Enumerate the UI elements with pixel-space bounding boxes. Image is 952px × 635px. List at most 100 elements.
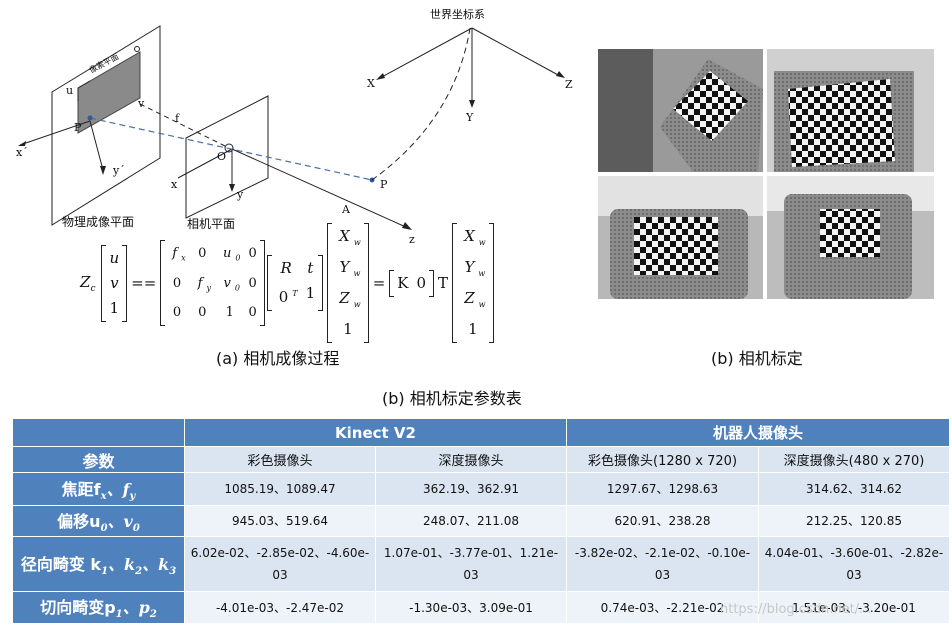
photo-1 xyxy=(598,49,763,172)
yw-label: Y xyxy=(466,111,474,124)
row-header-radial: 径向畸变 k1、k2、k3 xyxy=(12,536,185,592)
p-small-label: P xyxy=(74,121,82,134)
xw-label: X xyxy=(367,77,375,90)
col-header: 彩色摄像头 xyxy=(184,446,376,473)
col-header: 彩色摄像头(1280 x 720) xyxy=(566,446,760,473)
watermark: https://blog.csdn.net/... xyxy=(720,602,872,617)
group-robot-camera: 机器人摄像头 xyxy=(566,418,951,447)
group-kinect: Kinect V2 xyxy=(183,418,568,447)
col-header: 深度摄像头(480 x 270) xyxy=(758,446,951,473)
table-cell: -3.82e-02、-2.1e-02、-0.10e-03 xyxy=(566,536,760,592)
camera-plane-shape xyxy=(185,95,269,219)
m-0: 0 xyxy=(198,245,207,261)
wv2-1: 1 xyxy=(468,320,478,338)
m-0d: 0 xyxy=(248,275,257,291)
table-cell: 945.03、519.64 xyxy=(184,505,376,537)
vec-one: 1 xyxy=(109,298,120,317)
table-cell: 1.51e-03、-3.20e-01 xyxy=(758,591,951,624)
row-header-offset: 偏移u0、v0 xyxy=(12,505,185,537)
ext-t: t xyxy=(307,259,314,277)
u-label: u xyxy=(66,84,74,97)
ext-R: R xyxy=(280,259,292,277)
m-1: 1 xyxy=(225,305,234,321)
x-prime-label: x´ xyxy=(16,146,28,159)
A-label: A xyxy=(342,203,350,216)
table-cell: 620.91、238.28 xyxy=(566,505,760,537)
table-cell: 4.04e-01、-3.60e-01、-2.82e-03 xyxy=(758,536,951,592)
table-cell: 1085.19、1089.47 xyxy=(184,472,376,506)
physical-plane-label: 物理成像平面 xyxy=(62,215,135,229)
table-cell: -1.30e-03、3.09e-01 xyxy=(374,591,568,624)
table-cell: 1.07e-01、-3.77e-01、1.21e-03 xyxy=(374,536,568,592)
calibration-photos xyxy=(598,49,934,299)
caption-a: (a) 相机成像过程 xyxy=(216,349,340,368)
col-header: 深度摄像头 xyxy=(374,446,568,473)
pixel-plane xyxy=(77,51,141,134)
world-frame-label: 世界坐标系 xyxy=(430,8,485,21)
ext-1: 1 xyxy=(305,284,316,302)
z-label: z xyxy=(409,233,415,246)
P-label: P xyxy=(380,178,388,191)
equals-sign-2: = xyxy=(372,274,386,292)
row-header-tangential: 切向畸变p1、p2 xyxy=(12,591,185,624)
vec-u: u xyxy=(109,248,120,267)
calibration-table: Kinect V2 机器人摄像头 参数 彩色摄像头 深度摄像头 彩色摄像头(12… xyxy=(12,418,951,624)
m-0c: 0 xyxy=(172,275,182,291)
m-0f: 0 xyxy=(198,305,207,321)
v-label: v xyxy=(138,97,145,110)
table-cell: 6.02e-02、-2.85e-02、-4.60e-03 xyxy=(184,536,376,592)
table-cell: 314.62、314.62 xyxy=(758,472,951,506)
k-0: 0 xyxy=(416,273,427,292)
k-K: K xyxy=(397,273,409,292)
camera-plane-label: 相机平面 xyxy=(187,217,236,231)
table-row: 径向畸变 k1、k2、k3 6.02e-02、-2.85e-02、-4.60e-… xyxy=(12,536,951,592)
m-0g: 0 xyxy=(248,305,257,321)
table-row: 焦距fx、fy 1085.19、1089.47 362.19、362.91 12… xyxy=(12,472,951,506)
param-header: 参数 xyxy=(12,446,185,473)
f-label: f xyxy=(175,112,180,125)
vec-v: v xyxy=(110,273,119,292)
y-prime-label: y´ xyxy=(113,164,125,177)
caption-b: (b) 相机标定 xyxy=(711,349,803,368)
row-header-focal: 焦距fx、fy xyxy=(12,472,185,506)
m-0e: 0 xyxy=(172,305,182,321)
corner-cell xyxy=(12,418,185,447)
pixel-vector: u v 1 xyxy=(101,244,128,322)
table-cell: 1297.67、1298.63 xyxy=(566,472,760,506)
table-title: (b) 相机标定参数表 xyxy=(382,389,522,408)
y-label: y xyxy=(237,188,244,201)
o-label: O xyxy=(217,150,227,163)
table-cell: 212.25、120.85 xyxy=(758,505,951,537)
table-cell: -4.01e-03、-2.47e-02 xyxy=(184,591,376,624)
m-0b: 0 xyxy=(248,245,257,261)
photo-2 xyxy=(767,49,934,172)
equals-sign: == xyxy=(131,274,157,292)
table-row: 切向畸变p1、p2 -4.01e-03、-2.47e-02 -1.30e-03、… xyxy=(12,591,951,624)
table-cell: 362.19、362.91 xyxy=(374,472,568,506)
zc-symbol: Zc xyxy=(80,272,96,294)
x-label: x xyxy=(171,178,178,191)
t-symbol: T xyxy=(438,274,449,292)
table-row: 偏移u0、v0 945.03、519.64 248.07、211.08 620.… xyxy=(12,505,951,537)
table-cell: 248.07、211.08 xyxy=(374,505,568,537)
photo-3 xyxy=(598,176,763,299)
camera-model-diagram xyxy=(18,25,565,230)
k-matrix: K 0 xyxy=(389,269,435,297)
photo-4 xyxy=(767,176,934,299)
